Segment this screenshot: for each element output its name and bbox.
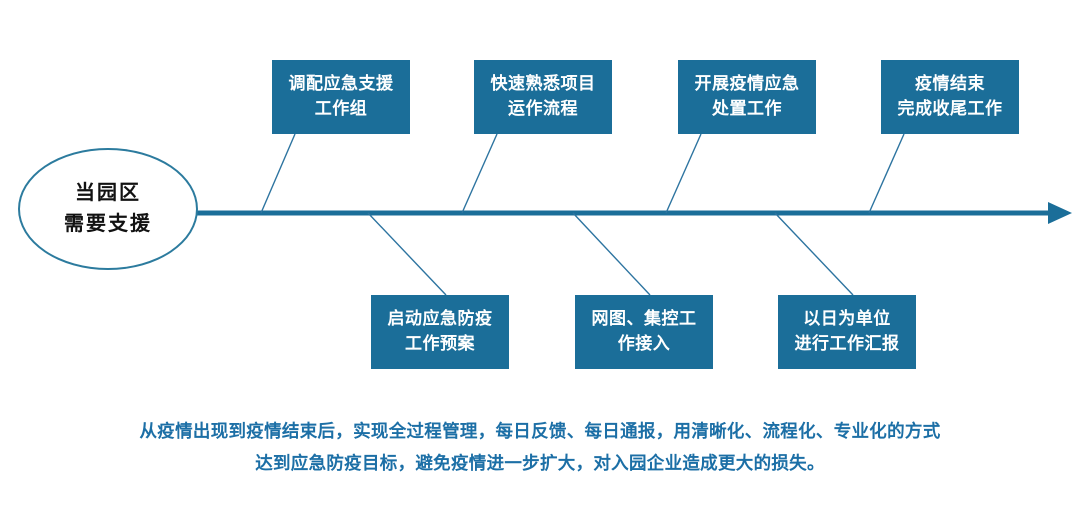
branch-box-4[interactable]: 疫情结束 完成收尾工作 [881,60,1019,134]
branch-box-3-line-1: 开展疫情应急 [694,74,800,94]
connector-branch-3 [665,133,702,214]
caption-line-2: 达到应急防疫目标，避免疫情进一步扩大，对入园企业造成更大的损失。 [255,453,825,474]
branch-box-1-line-2: 工作组 [314,99,368,118]
branch-box-5-line-1: 启动应急防疫 [387,309,493,329]
connector-branch-5 [367,212,447,296]
root-node[interactable]: 当园区 需要支援 [18,148,198,270]
branch-box-3[interactable]: 开展疫情应急 处置工作 [678,60,816,134]
branch-box-1[interactable]: 调配应急支援 工作组 [272,60,410,134]
connector-branch-7 [774,212,854,296]
branch-box-6[interactable]: 网图、集控工 作接入 [575,295,713,369]
branch-box-2[interactable]: 快速熟悉项目 运作流程 [474,60,612,134]
branch-box-2-line-2: 运作流程 [508,99,578,118]
branch-box-7-line-1: 以日为单位 [803,309,891,329]
connector-branch-2 [461,133,498,214]
branch-box-7-line-2: 进行工作汇报 [794,334,900,353]
root-node-line-1: 当园区 [75,182,141,204]
caption-line-1: 从疫情出现到疫情结束后，实现全过程管理，每日反馈、每日通报，用清晰化、流程化、专… [139,421,941,441]
root-node-line-2: 需要支援 [64,213,152,235]
branch-box-3-line-2: 处置工作 [712,99,782,118]
branch-box-4-line-1: 疫情结束 [915,74,985,94]
branch-box-5[interactable]: 启动应急防疫 工作预案 [371,295,509,369]
branch-box-2-line-1: 快速熟悉项目 [490,74,596,94]
spine-arrow-icon [1048,202,1072,224]
diagram-caption: 从疫情出现到疫情结束后，实现全过程管理，每日反馈、每日通报，用清晰化、流程化、专… [0,415,1080,480]
branch-box-6-line-1: 网图、集控工 [591,309,697,329]
connector-branch-1 [260,133,296,214]
branch-box-5-line-2: 工作预案 [405,334,475,353]
branch-box-4-line-2: 完成收尾工作 [897,99,1003,118]
connector-branch-6 [572,212,651,296]
branch-box-7[interactable]: 以日为单位 进行工作汇报 [778,295,916,369]
branch-box-1-line-1: 调配应急支援 [288,74,394,94]
connector-branch-4 [868,133,905,214]
branch-box-6-line-2: 作接入 [617,334,671,353]
